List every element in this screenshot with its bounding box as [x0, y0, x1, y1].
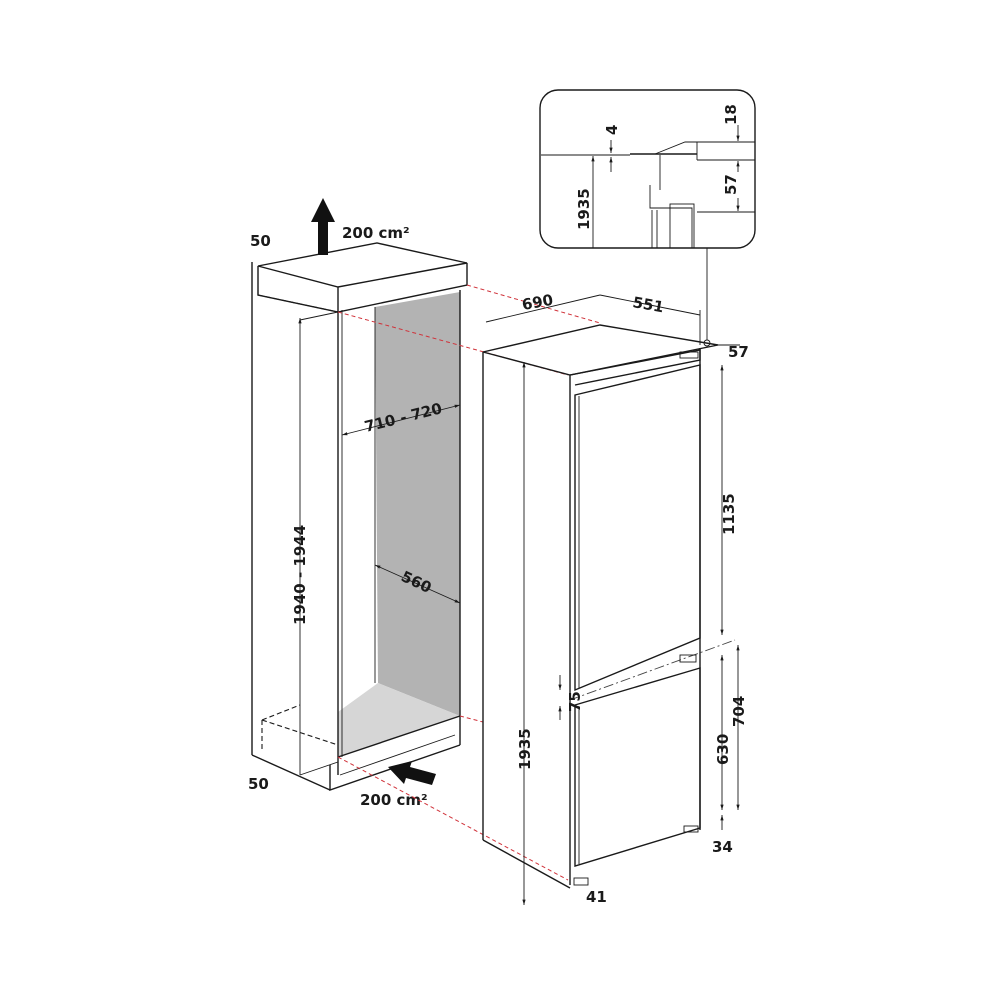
door-gap: 75	[566, 691, 584, 712]
lower-door	[574, 667, 701, 867]
cabinet-top-gap: 50	[250, 232, 271, 250]
lower-section-height: 704	[730, 696, 748, 727]
cabinet-bottom-vent: 200 cm²	[360, 791, 428, 809]
arrow-diagonal-icon	[388, 761, 436, 785]
appliance-width: 551	[631, 293, 665, 316]
appliance-height: 1935	[516, 728, 534, 770]
foot-height: 34	[712, 838, 733, 856]
appliance-depth: 690	[521, 291, 555, 314]
lower-door-height: 630	[714, 734, 732, 765]
upper-door	[574, 364, 701, 692]
detail-dim-18: 18	[722, 104, 740, 125]
cabinet-bottom-gap: 50	[248, 775, 269, 793]
cabinet-niche: 50 200 cm² 1940 - 1944 710 - 720 560 50 …	[248, 198, 468, 809]
detail-dim-4: 4	[603, 125, 621, 135]
detail-callout: 4 18 1935 57	[539, 89, 756, 347]
detail-dim-57: 57	[722, 174, 740, 195]
appliance-top-gap: 57	[728, 343, 749, 361]
side-offset: 41	[586, 888, 607, 906]
upper-door-height: 1135	[720, 493, 738, 535]
detail-dim-1935: 1935	[575, 188, 593, 230]
appliance: 690 551 57 1135 75 704 630 1935 34 41	[482, 291, 749, 906]
cabinet-height: 1940 - 1944	[291, 525, 309, 625]
cabinet-top-vent: 200 cm²	[342, 224, 410, 242]
arrow-up-icon	[311, 198, 335, 255]
